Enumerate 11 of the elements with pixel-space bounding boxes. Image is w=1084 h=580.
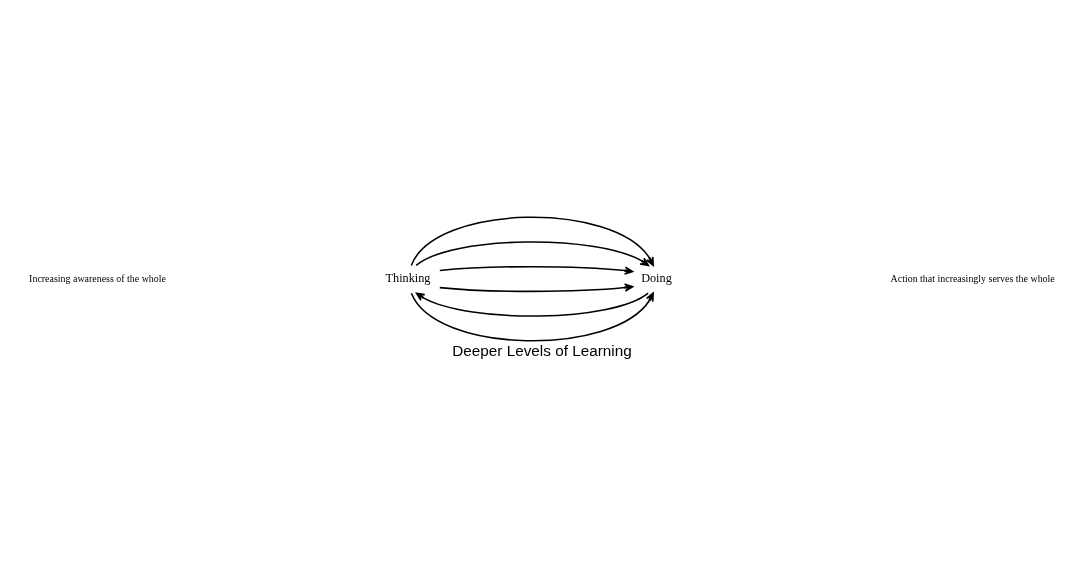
arrow	[439, 265, 634, 275]
arrow	[415, 291, 649, 317]
label: Increasing awareness of the whole	[29, 272, 166, 284]
arrow	[410, 216, 654, 266]
node-text: Doing	[641, 270, 672, 285]
caption: Deeper Levels of Learning	[452, 341, 632, 359]
node-text: Thinking	[385, 270, 431, 285]
arrow	[410, 291, 654, 341]
label: Action that increasingly serves the whole	[890, 272, 1055, 284]
arrow	[439, 282, 634, 292]
arrow	[415, 240, 650, 266]
